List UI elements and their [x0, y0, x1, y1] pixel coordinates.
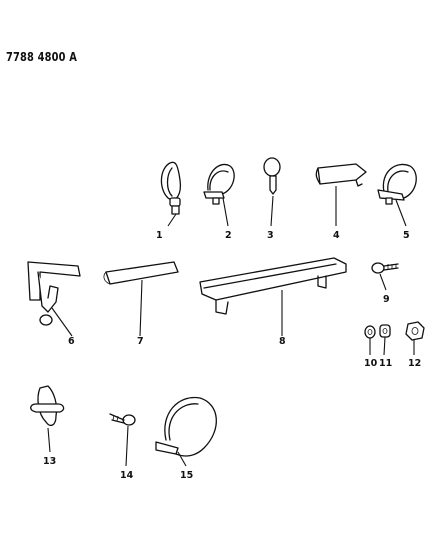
part-1-loop-clamp	[160, 161, 182, 227]
callout-labels: 1 2 3 4 5 6 7 8 9 10 11 12 13 14 15	[43, 230, 421, 481]
callout-1: 1	[156, 230, 163, 241]
callout-9: 9	[383, 294, 390, 305]
diagram-reference-code: 7788 4800 A	[6, 50, 78, 64]
part-12-nut	[405, 321, 425, 355]
part-11-nut	[379, 324, 391, 356]
callout-12: 12	[408, 358, 421, 369]
callout-7: 7	[137, 336, 144, 347]
callout-4: 4	[333, 230, 340, 241]
part-5-cable-clamp	[377, 163, 417, 227]
callout-11: 11	[379, 358, 392, 369]
part-6-bracket-clamp	[27, 261, 81, 337]
callout-3: 3	[267, 230, 274, 241]
part-14-screw	[109, 413, 136, 467]
part-2-cable-clamp	[203, 163, 235, 227]
callout-2: 2	[225, 230, 232, 241]
part-10-nut	[364, 325, 376, 355]
part-9-bolt	[371, 262, 399, 291]
callout-5: 5	[403, 230, 410, 241]
callout-13: 13	[43, 456, 56, 467]
part-13-wing-clip	[30, 385, 65, 453]
callout-14: 14	[120, 470, 134, 481]
callout-10: 10	[364, 358, 378, 369]
part-8-channel	[199, 257, 347, 336]
callout-15: 15	[180, 470, 193, 481]
part-15-cable-tie	[155, 396, 217, 467]
part-7-strip	[103, 261, 179, 337]
callout-8: 8	[279, 336, 286, 347]
part-4-bracket	[315, 163, 367, 226]
callout-6: 6	[68, 336, 75, 347]
part-3-push-clip	[263, 157, 281, 227]
